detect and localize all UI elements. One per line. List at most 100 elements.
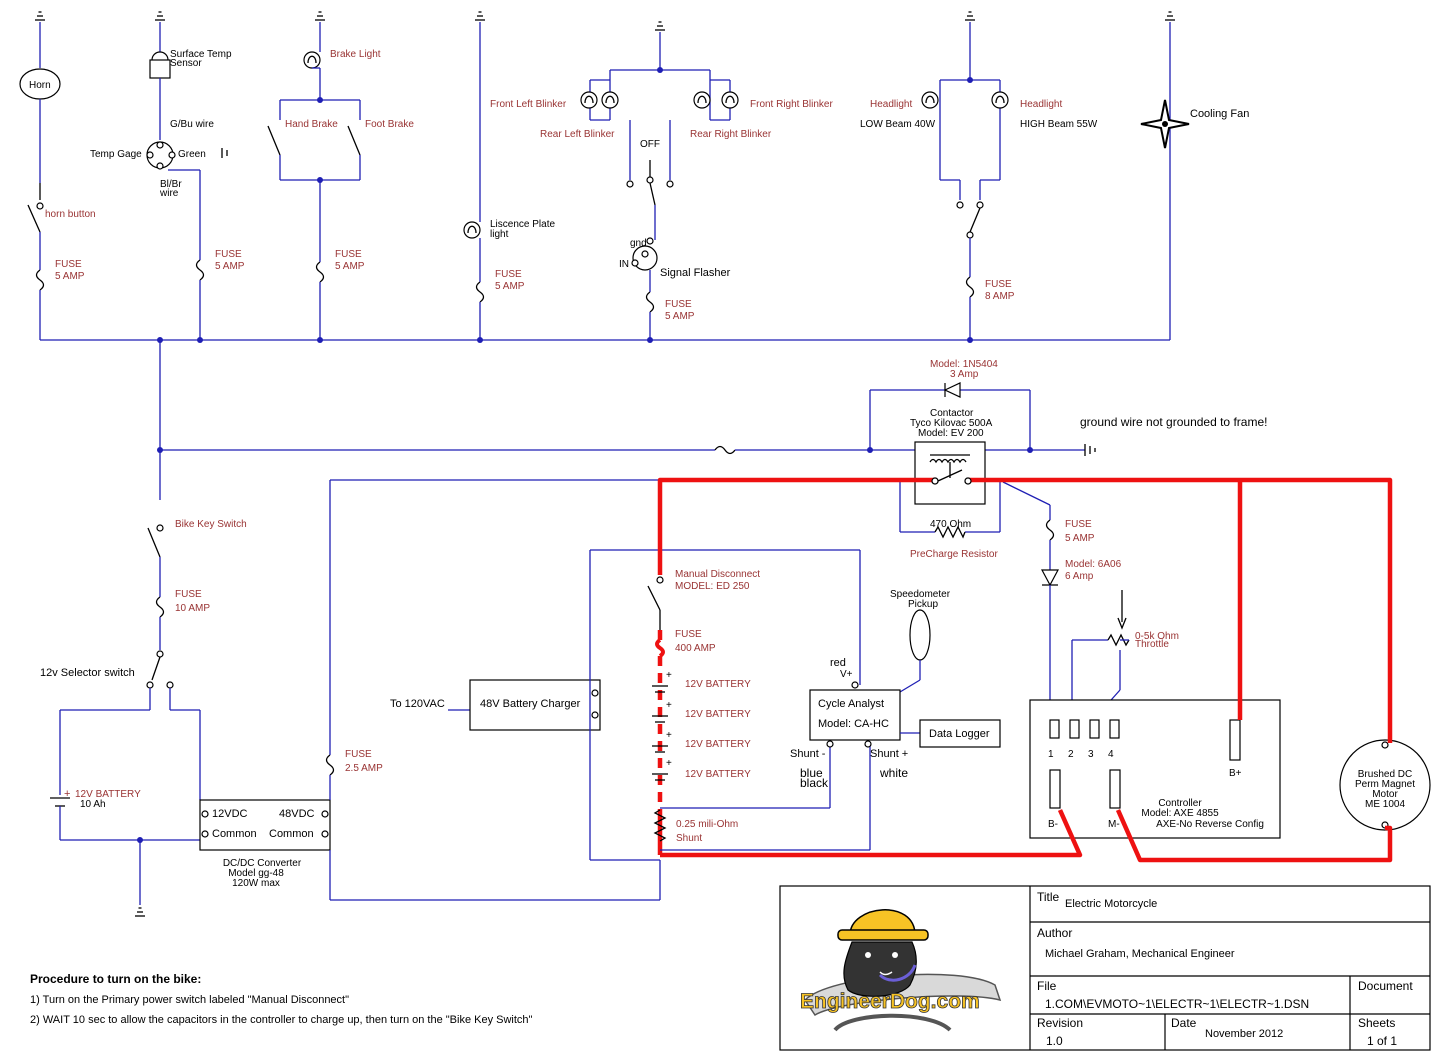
svg-text:1 of 1: 1 of 1 [1367,1034,1397,1048]
svg-text:Front Left Blinker: Front Left Blinker [490,99,567,110]
svg-text:Hand Brake: Hand Brake [285,119,338,130]
svg-text:4: 4 [1108,749,1114,760]
svg-text:Cooling Fan: Cooling Fan [1190,108,1249,120]
traction-battery-stack: ++ ++ [652,670,672,781]
svg-text:Michael Graham, Mechanical Eng: Michael Graham, Mechanical Engineer [1045,948,1235,960]
svg-text:Temp Gage: Temp Gage [90,149,142,160]
key-switch-fuse [155,596,165,618]
svg-text:Cycle Analyst: Cycle Analyst [818,698,884,710]
main-fuse-400a [655,638,665,658]
svg-text:Revision: Revision [1037,1016,1083,1030]
key-switch-branch: Bike Key Switch FUSE 10 AMP 12v Selector… [40,519,247,917]
brake-fuse [315,261,325,283]
licence-fuse [475,281,485,303]
front-right-blinker-icon [721,91,739,109]
headlight-fuse [965,276,975,298]
svg-text:red: red [830,657,846,669]
svg-text:Throttle: Throttle [1135,639,1169,650]
speedometer-pickup-icon [909,609,931,661]
battery-charger: To 120VAC 48V Battery Charger [390,549,861,861]
controller: 1 2 3 4 B+ B- M- Controller Model: AXE 4… [1029,699,1281,839]
svg-text:Sheets: Sheets [1358,1016,1395,1030]
blinker-fuse [645,291,655,313]
cycle-analyst: Speedometer Pickup red V+ Cycle Analyst … [790,589,1001,790]
svg-text:1: 1 [1048,749,1054,760]
brake-light-branch: Brake Light Hand Brake Foot Brake FUSE 5… [267,11,414,340]
svg-text:+: + [666,730,672,741]
svg-text:Model gg-48: Model gg-48 [228,868,284,879]
svg-text:10 AMP: 10 AMP [175,603,210,614]
svg-text:3: 3 [1088,749,1094,760]
title-block: Title Electric Motorcycle Author Michael… [779,885,1431,1051]
svg-text:Perm Magnet: Perm Magnet [1355,779,1415,790]
precharge-resistor-icon [934,525,966,539]
svg-text:+: + [666,700,672,711]
svg-text:gnd: gnd [630,238,647,249]
dog-head-icon [843,941,917,997]
svg-text:Liscence Plate: Liscence Plate [490,219,555,230]
svg-text:Sensor: Sensor [170,58,202,69]
svg-text:FUSE: FUSE [985,279,1012,290]
controller-mminus-terminal [1109,769,1121,809]
svg-text:Brake Light: Brake Light [330,49,381,60]
svg-text:8 AMP: 8 AMP [985,291,1015,302]
svg-text:12v Selector switch: 12v Selector switch [40,667,135,679]
svg-text:2: 2 [1068,749,1074,760]
cooling-fan-branch: Cooling Fan [1140,11,1249,340]
svg-text:0-5k Ohm: 0-5k Ohm [1135,631,1179,642]
svg-text:+: + [666,758,672,769]
svg-text:FUSE: FUSE [175,589,202,600]
svg-text:Data Logger: Data Logger [929,728,990,740]
svg-text:Bike Key Switch: Bike Key Switch [175,519,247,530]
svg-text:12V BATTERY: 12V BATTERY [685,709,751,720]
svg-text:Model: EV 200: Model: EV 200 [918,428,984,439]
bike-key-switch [147,527,161,558]
horn-fuse [35,269,45,291]
turn-signal-switch [649,182,656,206]
svg-text:Tyco Kilovac 500A: Tyco Kilovac 500A [910,418,993,429]
horn-branch: Horn horn button FUSE 5 AMP [19,11,96,340]
svg-text:Common: Common [269,828,314,840]
manual-disconnect-switch [647,585,661,611]
svg-text:Headlight: Headlight [870,99,912,110]
svg-text:M-: M- [1108,819,1120,830]
svg-text:Brushed DC: Brushed DC [1358,769,1412,780]
svg-text:November 2012: November 2012 [1205,1028,1283,1040]
svg-text:5 AMP: 5 AMP [215,261,245,272]
motor: Brushed DC Perm Magnet Motor ME 1004 [1339,739,1431,831]
svg-text:1.COM\EVMOTO~1\ELECTR~1\ELECTR: 1.COM\EVMOTO~1\ELECTR~1\ELECTR~1.DSN [1045,997,1309,1011]
svg-text:Pickup: Pickup [908,599,938,610]
svg-text:12V BATTERY: 12V BATTERY [685,769,751,780]
svg-text:12V BATTERY: 12V BATTERY [75,789,141,800]
ground-note: ground wire not grounded to frame! [1080,415,1267,429]
svg-text:5 AMP: 5 AMP [665,311,695,322]
svg-text:Title: Title [1037,890,1060,904]
svg-text:12V BATTERY: 12V BATTERY [685,679,751,690]
svg-text:V+: V+ [840,669,853,680]
hi-lo-switch [969,207,981,233]
svg-text:5 AMP: 5 AMP [55,271,85,282]
rear-left-blinker-icon [601,91,619,109]
svg-text:Green: Green [178,149,206,160]
temp-fuse [195,259,205,281]
svg-text:File: File [1037,979,1057,993]
svg-text:Manual Disconnect: Manual Disconnect [675,569,760,580]
throttle-potentiometer-icon [1107,633,1130,647]
dcdc-converter: 12VDC 48VDC Common Common DC/DC Converte… [199,479,661,901]
svg-text:Model: CA-HC: Model: CA-HC [818,718,889,730]
temp-gage-branch: Surface Temp Sensor G/Bu wire Temp Gage … [90,11,245,340]
headlight-low-icon [921,91,939,109]
svg-text:white: white [879,766,908,780]
svg-text:Document: Document [1358,979,1413,993]
svg-text:FUSE: FUSE [345,749,372,760]
headlight-branch: Headlight LOW Beam 40W Headlight HIGH Be… [860,11,1098,340]
svg-text:blue: blue [800,766,823,780]
cooling-fan-icon [1140,99,1190,149]
svg-text:Common: Common [212,828,257,840]
svg-text:G/Bu wire: G/Bu wire [170,119,214,130]
svg-text:To 120VAC: To 120VAC [390,698,445,710]
svg-text:Model: 1N5404: Model: 1N5404 [930,359,998,370]
horn-button-switch [27,204,41,233]
svg-text:Speedometer: Speedometer [890,589,951,600]
